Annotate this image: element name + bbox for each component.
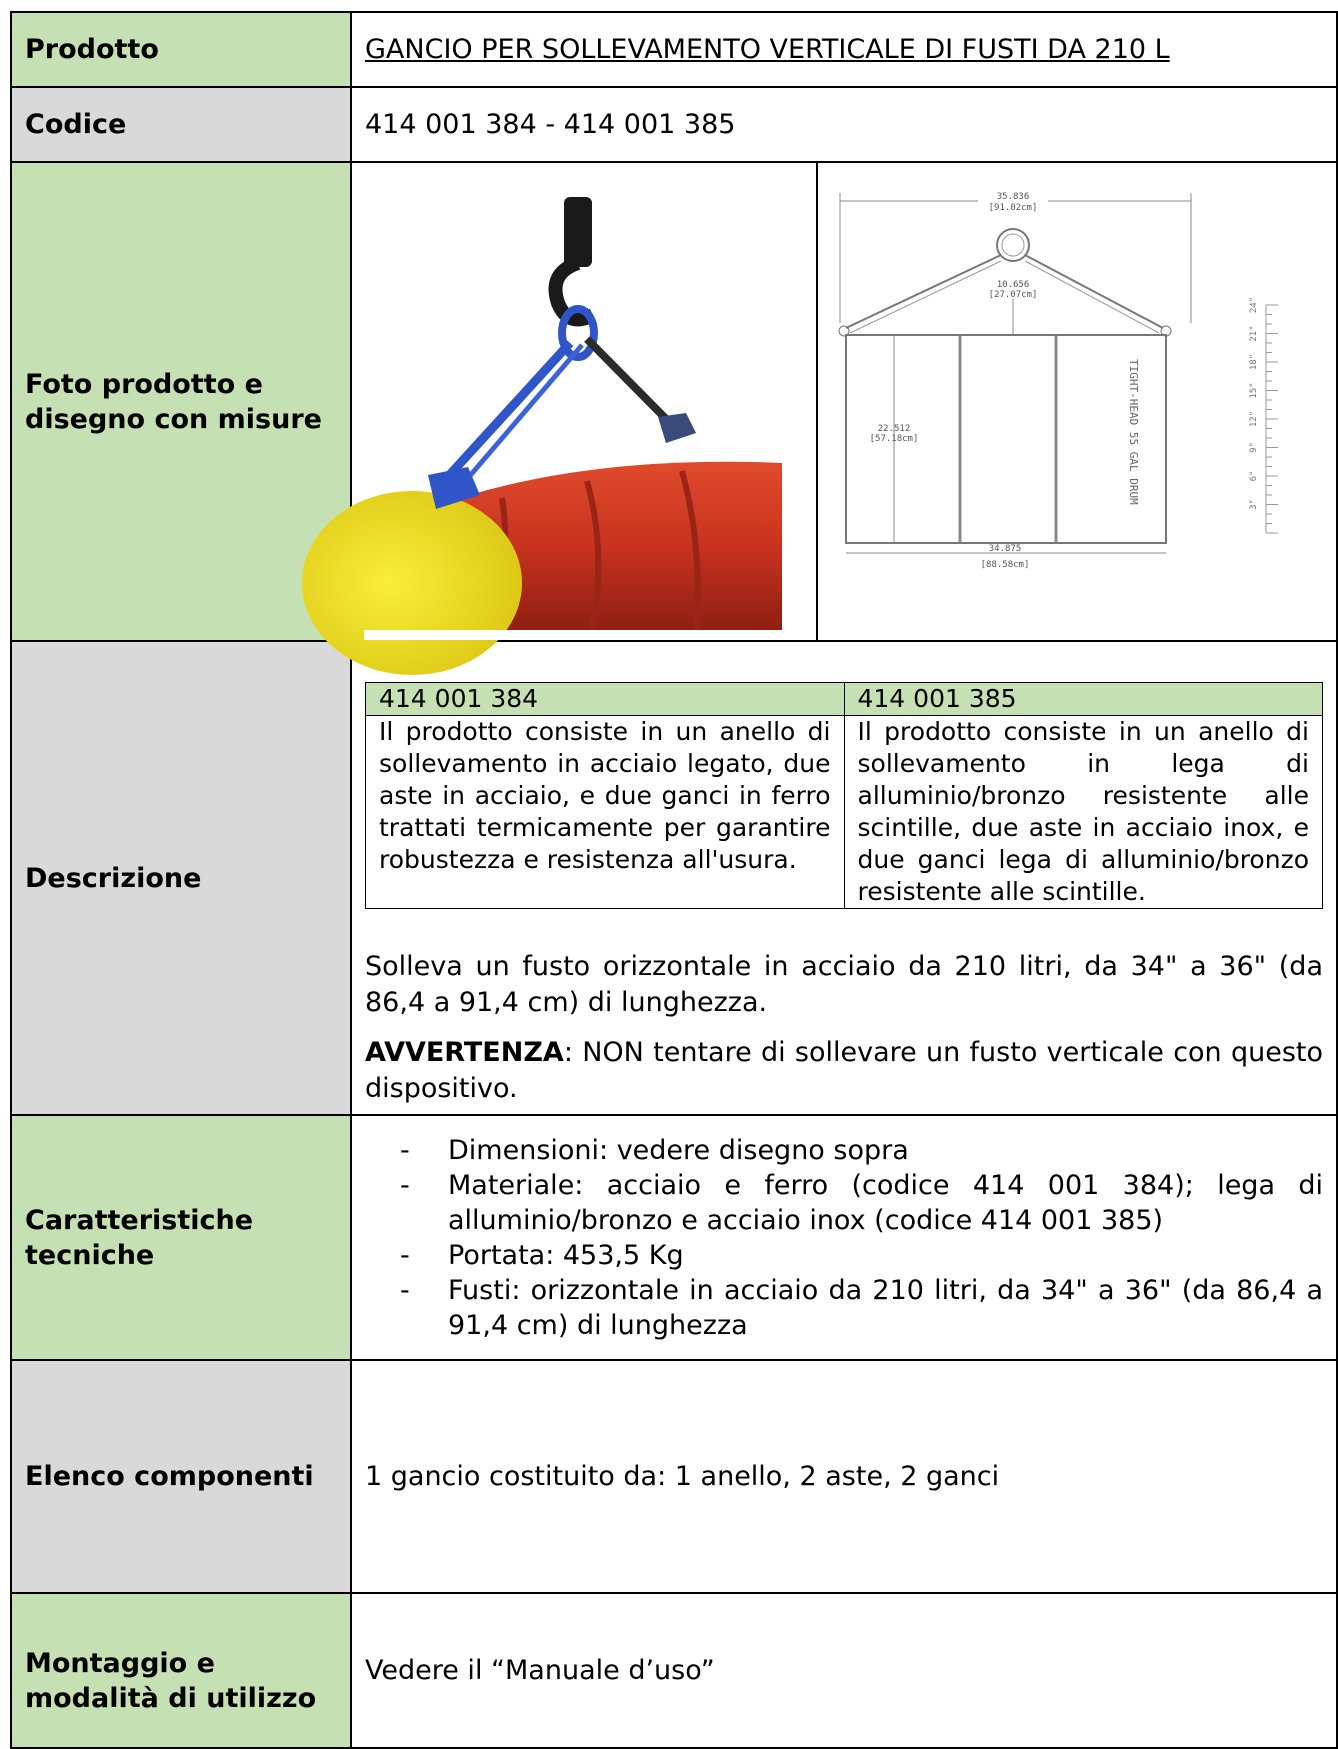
dim-height: 22.512 — [878, 424, 911, 434]
ruler-label: 15" — [1249, 382, 1259, 398]
label-descrizione: Descrizione — [10, 640, 352, 1116]
ruler-label: 6" — [1249, 471, 1259, 482]
ruler-label: 12" — [1249, 411, 1259, 427]
description-table: 414 001 384 414 001 385 Il prodotto cons… — [365, 682, 1323, 909]
value-montaggio: Vedere il “Manuale d’uso” — [350, 1592, 1338, 1749]
dim-inner-cm: [27.07cm] — [989, 290, 1038, 300]
label-foto-line1: Foto prodotto e — [25, 368, 263, 400]
feature-item: Dimensioni: vedere disegno sopra — [400, 1133, 1323, 1168]
warning-label: AVVERTENZA — [365, 1037, 564, 1068]
code-384-text: Il prodotto consiste in un anello di sol… — [365, 715, 845, 909]
dim-inner: 10.656 — [997, 280, 1030, 290]
label-foto-line2: disegno con misure — [25, 403, 322, 435]
dim-height-cm: [57.18cm] — [870, 434, 919, 444]
technical-drawing: 35.836 [91.02cm] 10.656 — [838, 191, 1278, 570]
label-caratteristiche-line1: Caratteristiche — [25, 1204, 254, 1236]
product-sheet: Prodotto GANCIO PER SOLLEVAMENTO VERTICA… — [10, 11, 1338, 1749]
dim-top: 35.836 — [997, 192, 1030, 202]
label-componenti: Elenco componenti — [10, 1359, 352, 1594]
feature-item: Portata: 453,5 Kg — [400, 1238, 1323, 1273]
description-paragraph: Solleva un fusto orizzontale in acciaio … — [365, 951, 1323, 1018]
ruler-label: 9" — [1249, 442, 1259, 453]
label-codice: Codice — [10, 86, 352, 163]
descrizione-cell: 414 001 384 414 001 385 Il prodotto cons… — [350, 640, 1338, 1116]
product-photo — [302, 163, 818, 675]
drum-lifter-photo — [302, 197, 794, 675]
label-montaggio-line1: Montaggio e — [25, 1647, 215, 1679]
label-prodotto: Prodotto — [10, 11, 352, 88]
row-componenti: Elenco componenti 1 gancio costituito da… — [10, 1359, 1338, 1594]
dim-top-cm: [91.02cm] — [989, 203, 1038, 213]
label-foto: Foto prodotto e disegno con misure — [10, 161, 352, 642]
code-385-text: Il prodotto consiste in un anello di sol… — [843, 715, 1323, 909]
row-codice: Codice 414 001 384 - 414 001 385 — [10, 86, 1338, 163]
product-table: Prodotto GANCIO PER SOLLEVAMENTO VERTICA… — [10, 11, 1338, 1749]
code-385-header: 414 001 385 — [843, 682, 1323, 716]
row-montaggio: Montaggio e modalità di utilizzo Vedere … — [10, 1592, 1338, 1749]
label-caratteristiche: Caratteristiche tecniche — [10, 1114, 352, 1361]
ruler-label: 18" — [1249, 354, 1259, 370]
feature-list: Dimensioni: vedere disegno sopra Materia… — [352, 1133, 1323, 1343]
label-caratteristiche-line2: tecniche — [25, 1239, 155, 1271]
row-foto: Foto prodotto e disegno con misure — [10, 161, 1338, 675]
value-componenti: 1 gancio costituito da: 1 anello, 2 aste… — [350, 1359, 1338, 1594]
row-prodotto: Prodotto GANCIO PER SOLLEVAMENTO VERTICA… — [10, 11, 1338, 88]
ruler-label: 21" — [1249, 325, 1259, 341]
feature-item: Materiale: acciaio e ferro (codice 414 0… — [400, 1168, 1323, 1238]
value-prodotto: GANCIO PER SOLLEVAMENTO VERTICALE DI FUS… — [350, 11, 1338, 88]
photo-cell: 35.836 [91.02cm] 10.656 — [302, 161, 1338, 675]
caratteristiche-cell: Dimensioni: vedere disegno sopra Materia… — [350, 1114, 1338, 1361]
ruler-label: 3" — [1249, 499, 1259, 510]
warning-text: : NON tentare di sollevare un fusto vert… — [365, 1037, 1323, 1104]
label-montaggio-line2: modalità di utilizzo — [25, 1682, 317, 1714]
warning-paragraph: AVVERTENZA: NON tentare di sollevare un … — [365, 1035, 1323, 1107]
row-descrizione: Descrizione 414 001 384 414 001 385 Il p… — [10, 640, 1338, 1116]
ruler-ticks: 3" 6" 9" 12" 15" 18" 21" 24" — [1249, 297, 1278, 534]
feature-item: Fusti: orizzontale in acciaio da 210 lit… — [400, 1273, 1323, 1343]
drum-label: TIGHT-HEAD 55 GAL DRUM — [1127, 359, 1140, 505]
row-caratteristiche: Caratteristiche tecniche Dimensioni: ved… — [10, 1114, 1338, 1361]
ruler-label: 24" — [1249, 297, 1259, 313]
dim-bottom: 34.875 — [989, 544, 1022, 554]
dim-bottom-cm: [88.58cm] — [981, 560, 1030, 570]
label-montaggio: Montaggio e modalità di utilizzo — [10, 1592, 352, 1749]
code-384-header: 414 001 384 — [365, 682, 845, 716]
value-codice: 414 001 384 - 414 001 385 — [350, 86, 1338, 163]
dimension-drawing: 35.836 [91.02cm] 10.656 — [818, 163, 1336, 640]
